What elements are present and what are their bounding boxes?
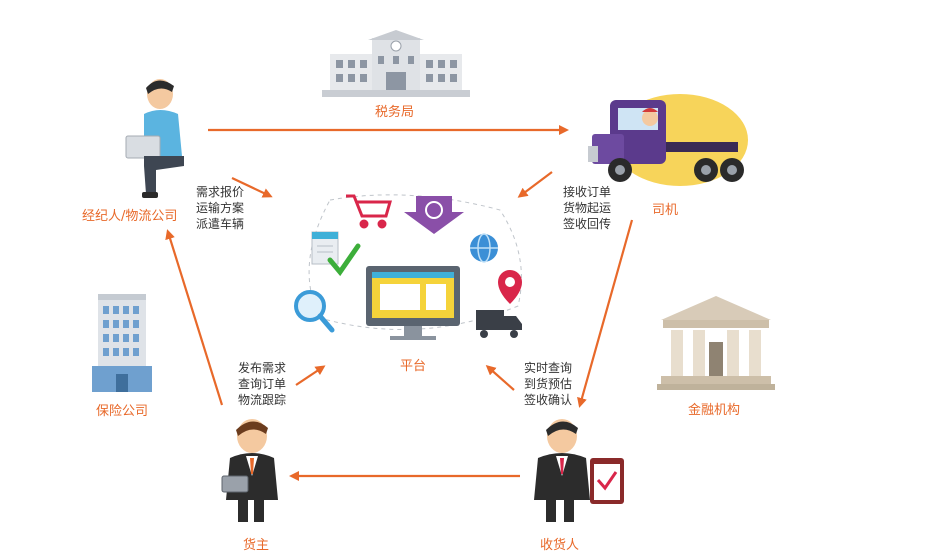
shipper-node	[214, 414, 286, 526]
consignee-label: 收货人	[540, 538, 580, 553]
truck-driver-icon	[588, 94, 748, 186]
office-tower-icon	[92, 294, 152, 392]
platform-cluster	[290, 186, 540, 352]
computer-monitor-icon	[366, 266, 460, 340]
insurance-node	[90, 290, 154, 396]
magnifier-icon	[294, 290, 335, 333]
businessman-clipboard-icon	[534, 419, 624, 522]
checkmark-icon	[327, 243, 361, 277]
shipper-label: 货主	[243, 538, 270, 553]
platform-label: 平台	[400, 359, 427, 374]
finance-label: 金融机构	[688, 403, 741, 418]
consignee-platform-note: 实时查询 到货预估 签收确认	[524, 361, 573, 407]
dollar-download-icon	[404, 196, 464, 234]
driver-label: 司机	[652, 203, 679, 218]
arrow-driver-to-consignee	[577, 219, 634, 408]
government-building-icon	[322, 30, 470, 97]
shipper-platform-note: 发布需求 查询订单 物流跟踪	[238, 361, 287, 407]
delivery-truck-icon	[476, 310, 522, 338]
broker-label: 经纪人/物流公司	[82, 209, 178, 224]
person-laptop-icon	[125, 79, 184, 198]
insurance-label: 保险公司	[96, 404, 149, 419]
shopping-cart-icon	[346, 194, 392, 229]
tax-bureau-node	[320, 28, 472, 98]
driver-node	[580, 82, 754, 190]
globe-pin-icon	[470, 233, 498, 263]
arrow-broker-to-platform	[231, 177, 273, 198]
document-icon	[311, 231, 339, 265]
bank-building-icon	[657, 296, 775, 390]
finance-node	[657, 292, 775, 392]
platform-icons	[294, 194, 522, 340]
businessman-tablet-icon	[221, 419, 278, 522]
tax-bureau-label: 税务局	[375, 105, 415, 120]
arrow-consignee-to-platform	[485, 365, 515, 391]
broker-node	[122, 74, 194, 200]
arrow-shipper-to-platform	[295, 365, 326, 386]
clipboard-icon	[590, 458, 624, 504]
location-pin-icon	[498, 270, 522, 304]
consignee-node	[526, 414, 630, 526]
arrow-driver-to-platform	[517, 171, 553, 198]
arrow-shipper-to-broker	[165, 229, 224, 406]
broker-platform-note: 需求报价 运输方案 派遣车辆	[196, 185, 245, 231]
driver-platform-note: 接收订单 货物起运 签收回传	[563, 185, 612, 231]
